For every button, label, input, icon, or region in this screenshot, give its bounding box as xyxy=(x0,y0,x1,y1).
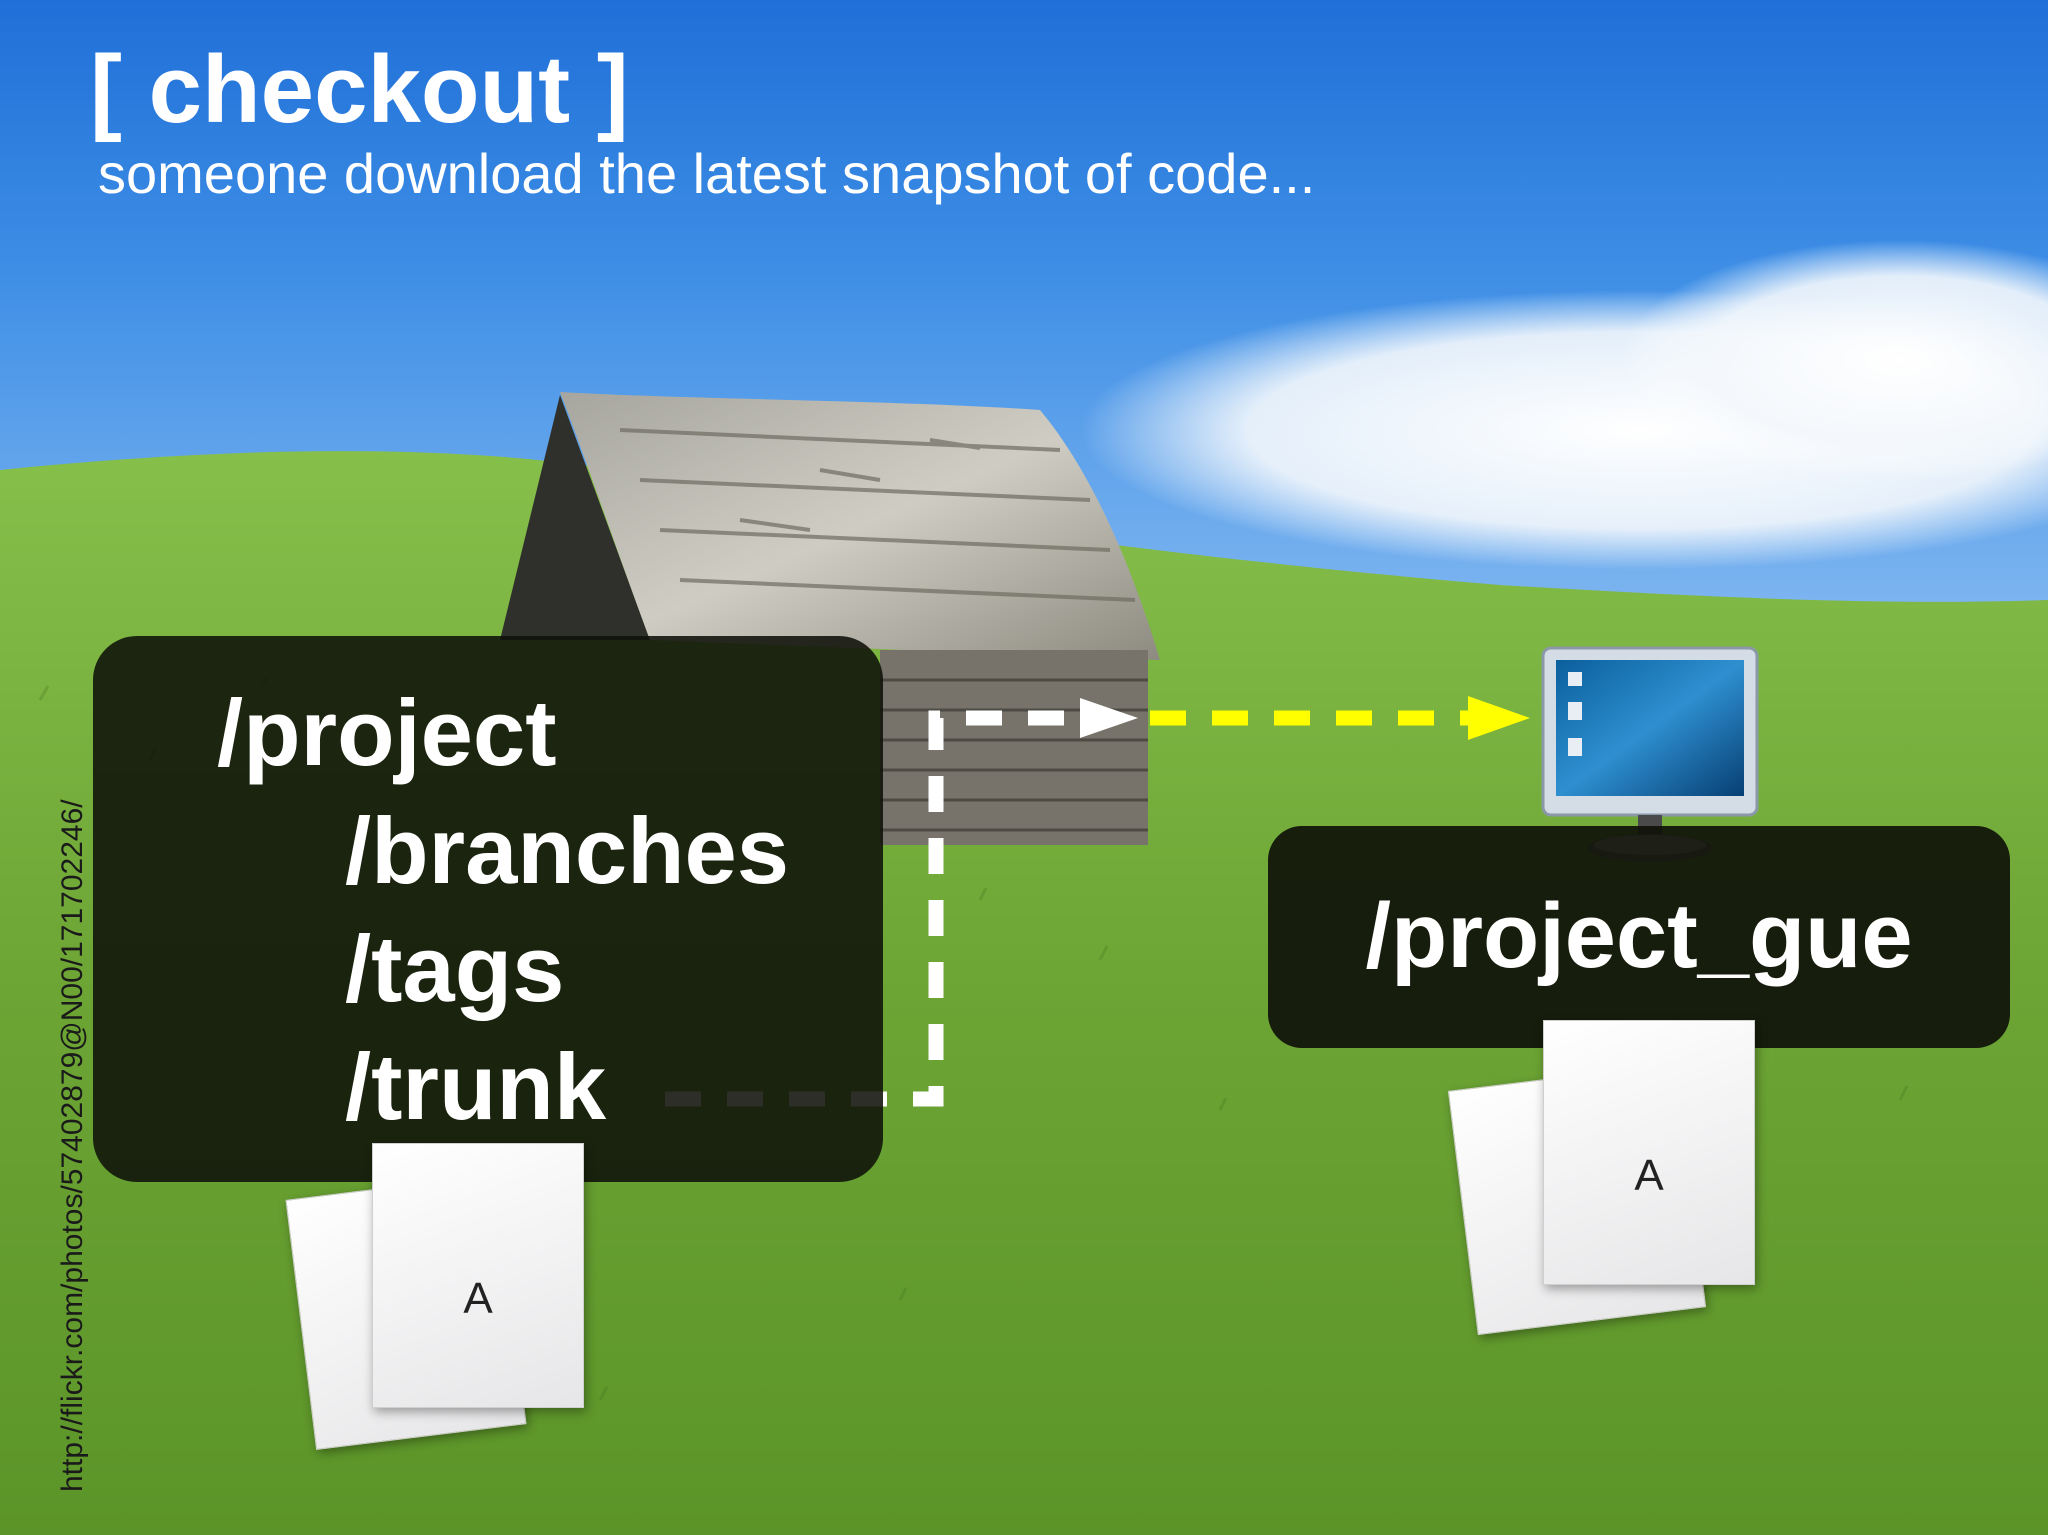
trunk-arrow-head xyxy=(1080,698,1138,738)
document-front-sheet: A xyxy=(372,1143,584,1408)
cloud xyxy=(1620,240,2048,480)
repository-panel: /project /branches /tags /trunk xyxy=(93,636,883,1182)
checkout-arrow-head xyxy=(1468,696,1530,740)
repository-root: /project xyxy=(217,680,557,785)
folder-branches: /branches xyxy=(345,798,790,903)
working-copy-panel: /project_gue xyxy=(1268,826,2010,1048)
photo-credit: http://flickr.com/photos/57402879@N00/17… xyxy=(56,799,89,1492)
document-label: A xyxy=(1634,1151,1664,1200)
document-label: A xyxy=(463,1274,493,1323)
slide-title: [ checkout ] xyxy=(90,36,629,143)
slide-subtitle: someone download the latest snapshot of … xyxy=(98,142,1316,205)
working-copy-label: /project_gue xyxy=(1365,885,1913,987)
document-front-sheet: A xyxy=(1543,1020,1755,1285)
barn-front-gable xyxy=(500,395,650,640)
folder-tags: /tags xyxy=(345,916,565,1021)
barn-wall xyxy=(880,650,1148,845)
barn-photo xyxy=(500,392,1160,845)
barn-wall-boards xyxy=(880,678,1148,832)
barn-roof-texture xyxy=(619,428,1136,602)
folder-trunk: /trunk xyxy=(345,1034,607,1139)
